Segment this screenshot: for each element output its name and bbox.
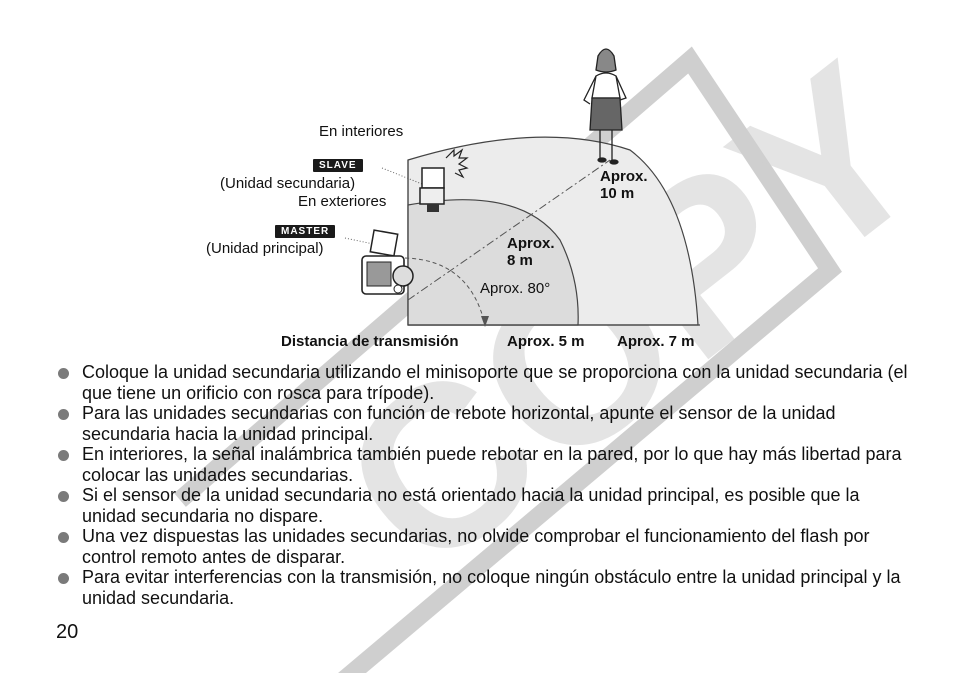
distance-5m-label: Aprox. 5 m xyxy=(507,333,585,350)
transmission-distance-label: Distancia de transmisión xyxy=(281,333,459,350)
slave-badge: SLAVE xyxy=(313,159,363,172)
list-item: Si el sensor de la unidad secundaria no … xyxy=(58,485,908,526)
outdoor-label: En exteriores xyxy=(298,193,387,210)
range-8-line2: 8 m xyxy=(507,252,533,269)
list-item: Para las unidades secundarias con funció… xyxy=(58,403,908,444)
range-8-line1: Aprox. xyxy=(507,235,555,252)
page-number: 20 xyxy=(56,621,79,643)
instruction-list: Coloque la unidad secundaria utilizando … xyxy=(58,362,908,608)
range-10-line1: Aprox. xyxy=(600,168,648,185)
bullet-icon xyxy=(58,573,69,584)
range-10-line2: 10 m xyxy=(600,185,635,202)
list-item: Una vez dispuestas las unidades secundar… xyxy=(58,526,908,567)
master-camera-icon xyxy=(361,229,414,295)
person-icon xyxy=(583,48,627,165)
bullet-icon xyxy=(58,532,69,543)
distance-7m-label: Aprox. 7 m xyxy=(617,333,695,350)
bullet-icon xyxy=(58,409,69,420)
transmission-line xyxy=(407,159,611,301)
master-unit-label: (Unidad principal) xyxy=(206,240,324,257)
list-item: Para evitar interferencias con la transm… xyxy=(58,567,908,608)
list-item: En interiores, la señal inalámbrica tamb… xyxy=(58,444,908,485)
bullet-icon xyxy=(58,368,69,379)
indoor-label: En interiores xyxy=(319,123,404,140)
slave-flash-icon xyxy=(419,148,469,212)
angle-label: Aprox. 80° xyxy=(480,280,551,297)
outdoor-zone xyxy=(407,199,579,326)
slave-unit-label: (Unidad secundaria) xyxy=(220,175,356,192)
master-badge: MASTER xyxy=(275,225,336,238)
list-item: Coloque la unidad secundaria utilizando … xyxy=(58,362,908,403)
bullet-icon xyxy=(58,491,69,502)
angle-arc xyxy=(404,257,486,326)
bullet-icon xyxy=(58,450,69,461)
transmission-diagram: En interiores SLAVE (Unidad secundaria) … xyxy=(206,48,700,350)
range-zones xyxy=(344,48,700,327)
